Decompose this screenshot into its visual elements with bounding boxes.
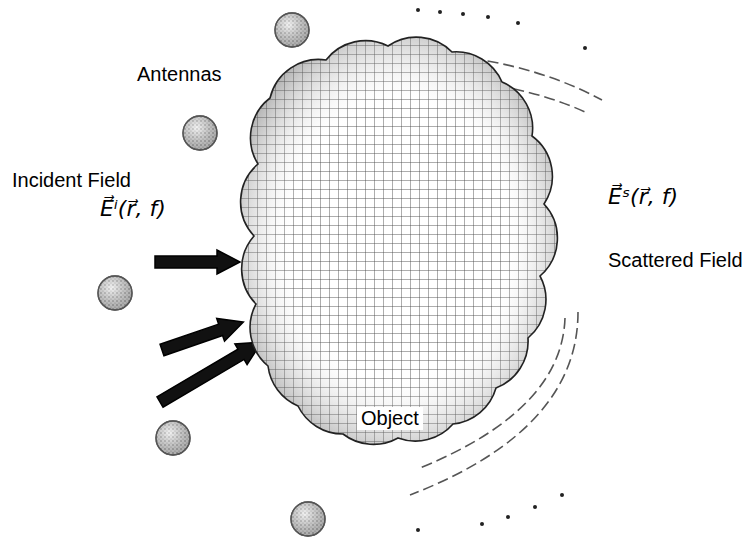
scattered-field-label: Scattered Field — [608, 248, 743, 272]
scattered-field-symbol: E⃗ˢ(r⃗, f) — [608, 184, 678, 210]
incident-field-symbol: E⃗ⁱ(r⃗, f) — [100, 196, 166, 222]
object-label: Object — [357, 407, 423, 430]
object-cloud: Object — [232, 20, 568, 460]
cloud-outline — [232, 20, 568, 460]
incident-field-label: Incident Field — [12, 168, 131, 192]
antennas-label: Antennas — [137, 62, 222, 86]
